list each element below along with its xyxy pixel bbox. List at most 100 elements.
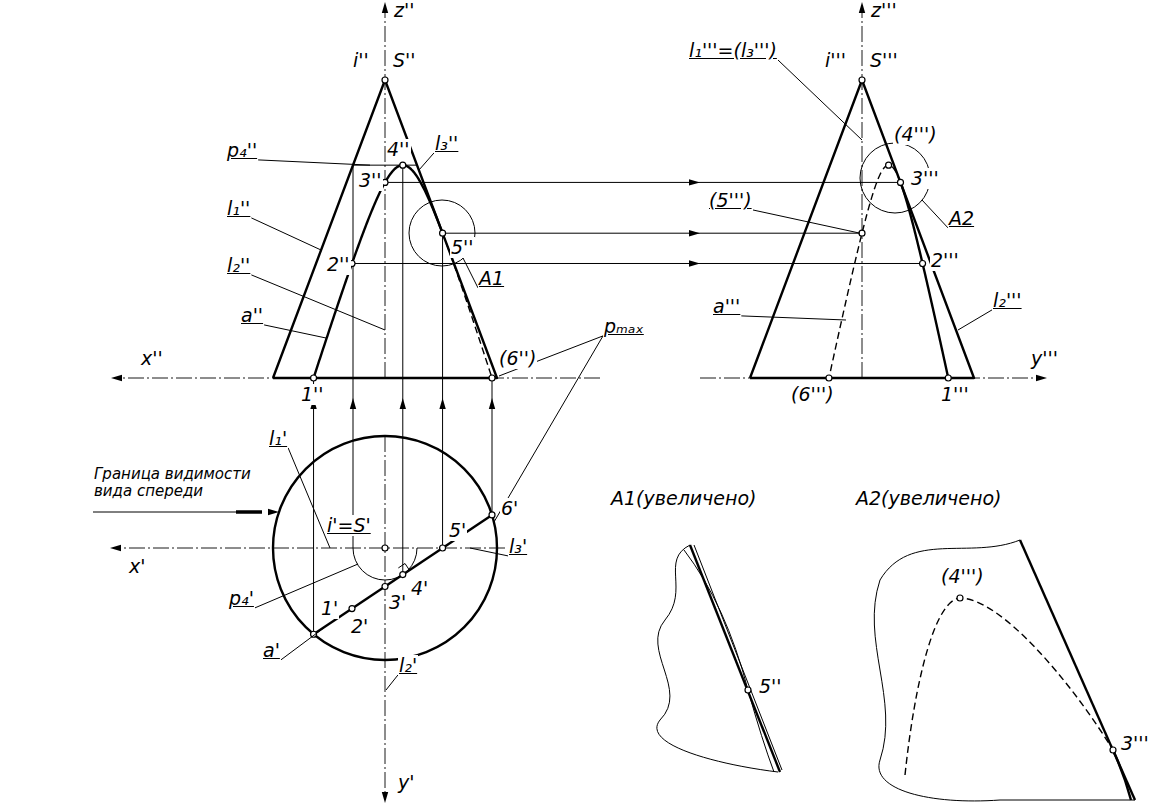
point-label: 5'' [758,676,783,697]
axis-arrow [382,792,388,803]
point-label: 3''' [910,168,940,189]
line-label: l₁'' [226,198,251,219]
point-label: 4'' [386,139,411,160]
point-label: 6' [500,498,519,519]
point-mark [897,179,903,185]
point-label: i'=S' [326,515,372,536]
line-label: p₄'' [226,140,258,161]
line-label: p₄' [228,588,255,609]
axis-label: z''' [870,0,898,21]
projection-arrow [350,398,356,409]
leader-line [753,210,860,233]
point-mark [311,375,317,381]
point-mark [920,260,926,266]
line-label: l₃' [508,536,528,557]
point-label: S'' [392,50,417,71]
section-curve [314,165,443,378]
point-label: 1' [320,598,339,619]
detail-callout: A1 [478,268,505,289]
line-label: l₃'' [434,133,459,154]
projection-arrow [689,230,700,236]
point-mark [489,512,495,518]
point-mark [957,595,963,601]
leader-line [419,153,434,170]
point-label: (5''') [708,190,753,211]
section-trace [314,515,492,634]
section-curve-hidden [905,598,1113,775]
point-label: 2' [350,616,369,637]
curve-label: a''' [712,296,741,317]
z-axis [385,8,386,378]
boundary-arrow [236,510,262,514]
leader-line [494,336,603,522]
detail-circle [409,200,475,266]
axis-arrow [111,375,122,381]
curve-label: a'' [240,305,264,326]
section-curve-hidden [443,233,492,378]
leader-line [922,200,948,228]
axis-label: y' [397,772,415,793]
point-label: S''' [869,50,899,71]
leader-line [251,275,385,330]
axis-label: x'' [140,348,164,369]
point-mark [489,375,495,381]
axis-label: y''' [1030,348,1059,369]
projection-line [313,378,314,634]
projection-line [402,165,403,574]
cone-side-view [750,80,974,378]
point-mark [826,375,832,381]
point-mark [945,375,951,381]
point-mark [745,687,751,693]
cone-front-view [273,80,497,378]
y-axis [385,436,386,796]
curve-label: a' [262,640,281,661]
detail-title: A1(увеличено) [610,488,758,509]
leader-line [958,310,992,330]
detail-title: A2(увеличено) [855,488,1003,509]
section-curve [1113,750,1131,800]
point-label: 3''' [1120,733,1150,754]
point-mark [400,572,406,578]
x-axis [118,548,505,549]
apex-point [382,545,388,551]
section-curve [900,182,948,378]
projection-line [442,233,443,548]
projection-arrow [689,179,700,185]
note: Граница видимости вида спереди [93,466,260,499]
leader-line [741,316,846,320]
point-label: i''' [824,50,847,71]
leader-line [264,325,326,338]
leader-line [778,60,862,140]
point-mark [440,545,446,551]
leader-line [251,218,321,250]
axis-label: x' [128,556,146,577]
point-label: 1'' [300,384,325,405]
section-curve-hidden [829,165,901,378]
line-label: l₁'''=(l₃''') [688,40,778,61]
point-mark [349,606,355,612]
projection-arrow [689,260,700,266]
line-label: l₂' [398,655,418,676]
point-label: 5' [448,520,467,541]
leader-line [258,160,370,165]
axis-label: z'' [393,0,415,21]
leader-line [499,336,603,376]
point-label: (4''') [893,124,938,145]
projection-arrow [439,398,445,409]
leader-line [470,548,508,556]
plane-label: pₘₐₓ [603,316,645,337]
detail-callout: A2 [948,208,975,229]
boundary-arrow [268,509,279,515]
leader-line [463,258,478,288]
axis-arrow [859,2,865,13]
point-label: 5'' [450,237,475,258]
apex-point [859,77,865,83]
point-label: 3' [388,592,407,613]
leader-line [281,627,325,660]
section-curve [684,550,774,772]
projection-arrow [400,398,406,409]
axis-arrow [1036,375,1047,381]
leader-line [255,564,358,608]
